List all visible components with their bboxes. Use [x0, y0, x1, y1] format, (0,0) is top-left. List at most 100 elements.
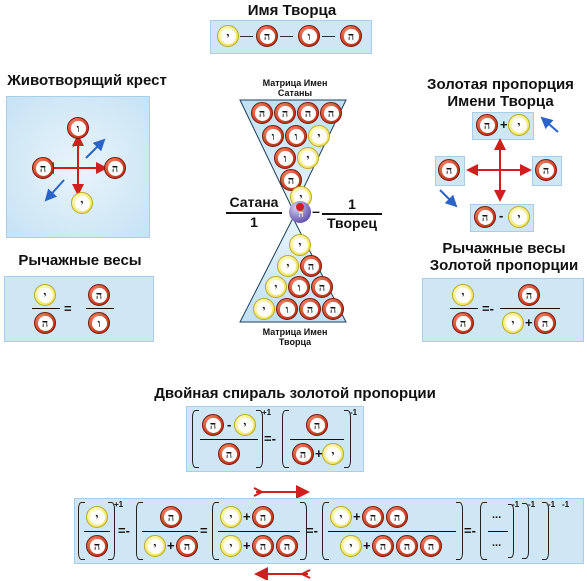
paren-left — [192, 410, 199, 468]
yud-ball: י — [452, 284, 474, 306]
he-ball: ה — [372, 535, 394, 557]
equals-minus-op: =- — [482, 301, 494, 316]
he-ball: ה — [160, 506, 182, 528]
fraction-bar — [226, 212, 282, 214]
he-ball: ה — [518, 284, 540, 306]
paren-left — [78, 502, 85, 560]
yud-ball: י — [34, 284, 56, 306]
vav-ball: ו — [285, 125, 307, 147]
fraction-bar — [488, 531, 508, 532]
life-cross-arrows — [42, 134, 108, 202]
ellipsis: ... — [492, 509, 502, 521]
golden-prop-title: Золотая пропорция — [427, 76, 574, 93]
he-ball: ה — [252, 535, 274, 557]
spiral-arrows — [253, 485, 311, 580]
name-creator-title: Имя Творца — [247, 2, 337, 19]
paren-right — [508, 504, 514, 558]
vav-ball: ו — [288, 276, 310, 298]
he-ball: ה — [276, 535, 298, 557]
he-ball: ה — [300, 255, 322, 277]
vav-ball: ו — [274, 147, 296, 169]
dash-op: — — [280, 28, 293, 43]
he-ball: ה — [362, 506, 384, 528]
matrix-bottom-label: Матрица Имен — [262, 327, 328, 337]
paren-right — [542, 502, 549, 560]
creator-numerator: 1 — [348, 196, 356, 212]
paren-left — [480, 502, 487, 560]
plus-op: + — [315, 446, 323, 461]
plus-op: + — [243, 509, 251, 524]
vav-ball: ו — [298, 25, 320, 47]
he-ball: ה — [396, 535, 418, 557]
exponent-minus-one: -1 — [350, 408, 358, 417]
yud-ball: י — [508, 206, 530, 228]
equals-minus-op: =- — [118, 523, 130, 538]
he-ball: ה — [34, 312, 56, 334]
life-cross-title: Животворящий крест — [7, 72, 167, 89]
he-ball: ה — [386, 506, 408, 528]
paren-left — [322, 502, 329, 560]
fraction-bar — [32, 308, 60, 309]
paren-right — [522, 503, 529, 559]
paren-left — [136, 502, 143, 560]
he-ball: ה — [218, 443, 240, 465]
he-ball: ה — [202, 414, 224, 436]
dash-op: — — [240, 28, 253, 43]
paren-right — [300, 502, 307, 560]
matrix-bottom-label-2: Творца — [278, 337, 312, 347]
yud-ball: י — [234, 414, 256, 436]
creator-label: Творец — [327, 215, 377, 231]
minus-op: - — [227, 417, 232, 432]
matrix-top-label-2: Сатаны — [277, 88, 313, 98]
he-ball: ה — [274, 102, 296, 124]
he-ball: ה — [86, 535, 108, 557]
he-ball: ה — [476, 114, 498, 136]
he-ball: ה — [438, 159, 460, 181]
he-ball: ה — [452, 312, 474, 334]
fraction-bar — [322, 213, 382, 215]
vav-ball: ו — [262, 125, 284, 147]
lever-golden-title: Рычажные весы — [442, 240, 566, 257]
equals-minus-op: =- — [306, 523, 318, 538]
fraction-bar — [328, 531, 456, 532]
yud-ball: י — [297, 147, 319, 169]
lever-title: Рычажные весы — [18, 252, 142, 269]
equals-minus-op: =- — [464, 523, 476, 538]
satan-label: Сатана — [229, 194, 279, 210]
vav-ball: ו — [276, 298, 298, 320]
lever-golden-title-2: Золотой пропорции — [429, 257, 579, 274]
exponent-minus-one: -1 — [548, 500, 556, 509]
lever-golden-panel — [422, 278, 584, 342]
yud-ball: י — [144, 535, 166, 557]
he-ball: ה — [104, 157, 126, 179]
he-ball: ה — [299, 298, 321, 320]
yud-ball: י — [340, 535, 362, 557]
he-ball: ה — [534, 312, 556, 334]
yud-ball: י — [330, 506, 352, 528]
he-ball: ה — [88, 284, 110, 306]
equals-op: = — [200, 523, 208, 538]
vav-ball: ו — [88, 312, 110, 334]
exponent-plus-one: +1 — [262, 408, 272, 417]
exponent-minus-one: -1 — [562, 500, 570, 509]
equals-minus-op: =- — [264, 431, 276, 446]
plus-op: + — [353, 509, 361, 524]
yud-ball: י — [508, 114, 530, 136]
he-ball: ה — [256, 25, 278, 47]
yud-ball: י — [217, 25, 239, 47]
fraction-bar — [450, 308, 478, 309]
plus-op: + — [363, 538, 371, 553]
paren-right — [456, 502, 463, 560]
golden-cross-arrows — [439, 116, 559, 208]
he-ball: ה — [292, 443, 314, 465]
ellipsis: ... — [492, 537, 502, 549]
fraction-bar — [500, 308, 560, 309]
dash-op: — — [322, 28, 335, 43]
exponent-minus-one: -1 — [528, 500, 536, 509]
exponent-minus-one: -1 — [512, 500, 520, 509]
equals-op: = — [64, 301, 72, 316]
yud-ball: י — [86, 506, 108, 528]
he-ball: ה — [340, 25, 362, 47]
yud-ball: י — [220, 535, 242, 557]
paren-right — [256, 410, 263, 468]
